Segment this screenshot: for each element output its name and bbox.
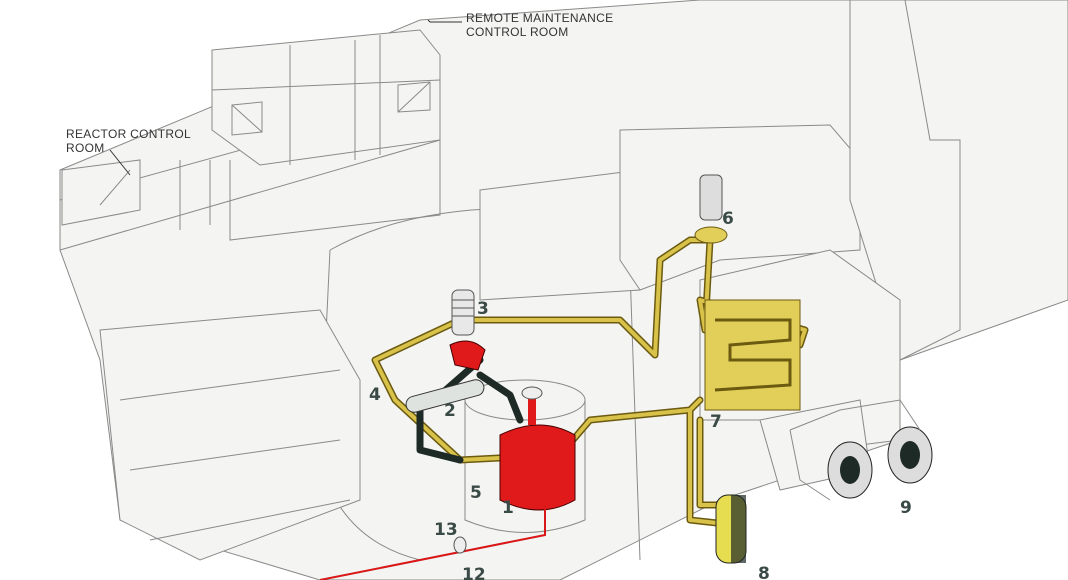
callout-12: 12 — [462, 565, 486, 580]
turbines-9 — [789, 399, 933, 501]
heat-exchanger-coil — [704, 299, 801, 411]
pump — [405, 379, 485, 413]
callout-8: 8 — [758, 564, 770, 580]
callout-6: 6 — [722, 209, 734, 229]
stack — [849, 0, 961, 361]
valve-13 — [453, 536, 467, 554]
valve-3 — [449, 340, 486, 371]
red-line — [319, 505, 546, 580]
remote-maintenance-control-room — [211, 29, 441, 166]
callout-7: 7 — [710, 412, 722, 432]
callout-4: 4 — [369, 385, 381, 405]
reactor-vessel — [499, 424, 576, 511]
drive-mechanism-3 — [451, 289, 475, 336]
callout-3: 3 — [477, 299, 489, 319]
reactor-control-label-2: ROOM — [66, 141, 105, 155]
callout-13: 13 — [434, 520, 458, 540]
reactor-control-label: REACTOR CONTROL — [66, 127, 191, 141]
callout-1: 1 — [502, 498, 514, 518]
remote-maintenance-label: REMOTE MAINTENANCE — [466, 11, 613, 25]
remote-maintenance-label-2: CONTROL ROOM — [466, 25, 569, 39]
callout-9: 9 — [900, 498, 912, 518]
callout-5: 5 — [470, 483, 482, 503]
building-structure — [59, 0, 1068, 580]
component-6 — [699, 174, 723, 221]
reactor-control-room-window — [61, 159, 141, 226]
callout-2: 2 — [444, 401, 456, 421]
